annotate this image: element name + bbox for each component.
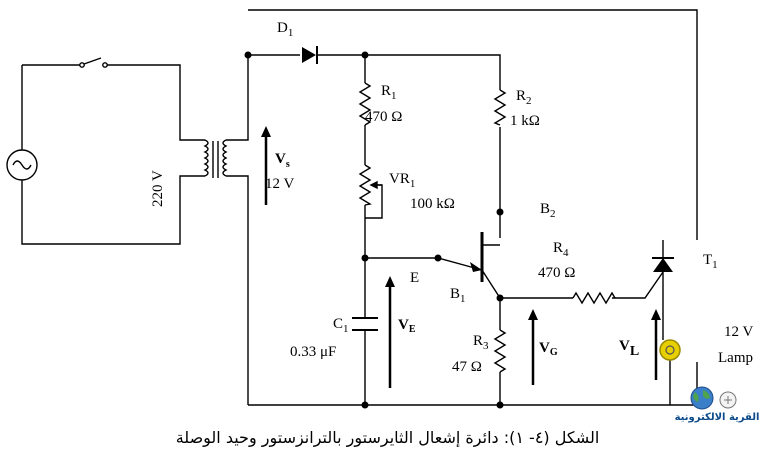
voltage-arrows: [261, 126, 661, 388]
label-vs-value: 12 V: [265, 176, 294, 192]
thyristor-icon: [652, 240, 674, 272]
ac-source-icon: [6, 149, 38, 181]
label-b2: B2: [540, 201, 556, 220]
label-c1: C1: [333, 316, 349, 335]
figure-caption: الشكل (٤- ١): دائرة إشعال الثايرستور بال…: [175, 428, 600, 447]
label-r3-value: 47 Ω: [452, 359, 482, 375]
label-e: E: [410, 270, 419, 286]
label-vl: VL: [619, 338, 639, 359]
label-vr1-value: 100 kΩ: [410, 196, 455, 212]
capacitor-icon: [352, 317, 378, 331]
label-r2: R2: [516, 88, 532, 107]
lamp-icon: [659, 339, 681, 361]
resistor-r2-icon: [493, 89, 507, 126]
label-r2-value: 1 kΩ: [510, 113, 540, 129]
label-r3: R3: [473, 333, 489, 352]
transformer-icon: [203, 139, 228, 178]
label-t1: T1: [703, 252, 718, 271]
label-mains-voltage: 220 V: [150, 170, 166, 207]
label-r4-value: 470 Ω: [538, 265, 575, 281]
label-b1: B1: [450, 286, 466, 305]
label-ve: VE: [398, 317, 416, 335]
label-vs: Vs: [275, 151, 290, 170]
label-r4: R4: [553, 240, 569, 259]
resistor-r1-icon: [358, 82, 372, 126]
switch-icon: [79, 57, 108, 68]
label-lamp: Lamp: [718, 350, 753, 366]
label-lamp-voltage: 12 V: [724, 324, 753, 340]
label-r1-value: 470 Ω: [365, 109, 402, 125]
wires: [21, 9, 698, 406]
label-vr1: VR1: [389, 171, 415, 190]
resistor-r4-icon: [572, 291, 616, 305]
label-d1: D1: [277, 20, 293, 39]
potentiometer-vr1-icon: [358, 164, 382, 206]
label-r1: R1: [381, 83, 397, 102]
junction-dots: [244, 51, 504, 409]
site-logo: القرية الالكترونية: [675, 386, 760, 423]
label-vg: VG: [539, 340, 558, 358]
resistor-r3-icon: [493, 329, 507, 373]
svg-text:القرية الالكترونية: القرية الالكترونية: [675, 412, 760, 423]
label-c1-value: 0.33 μF: [290, 344, 336, 360]
ujt-emitter-arrow-icon: [470, 262, 482, 272]
diode-icon: [302, 46, 318, 64]
